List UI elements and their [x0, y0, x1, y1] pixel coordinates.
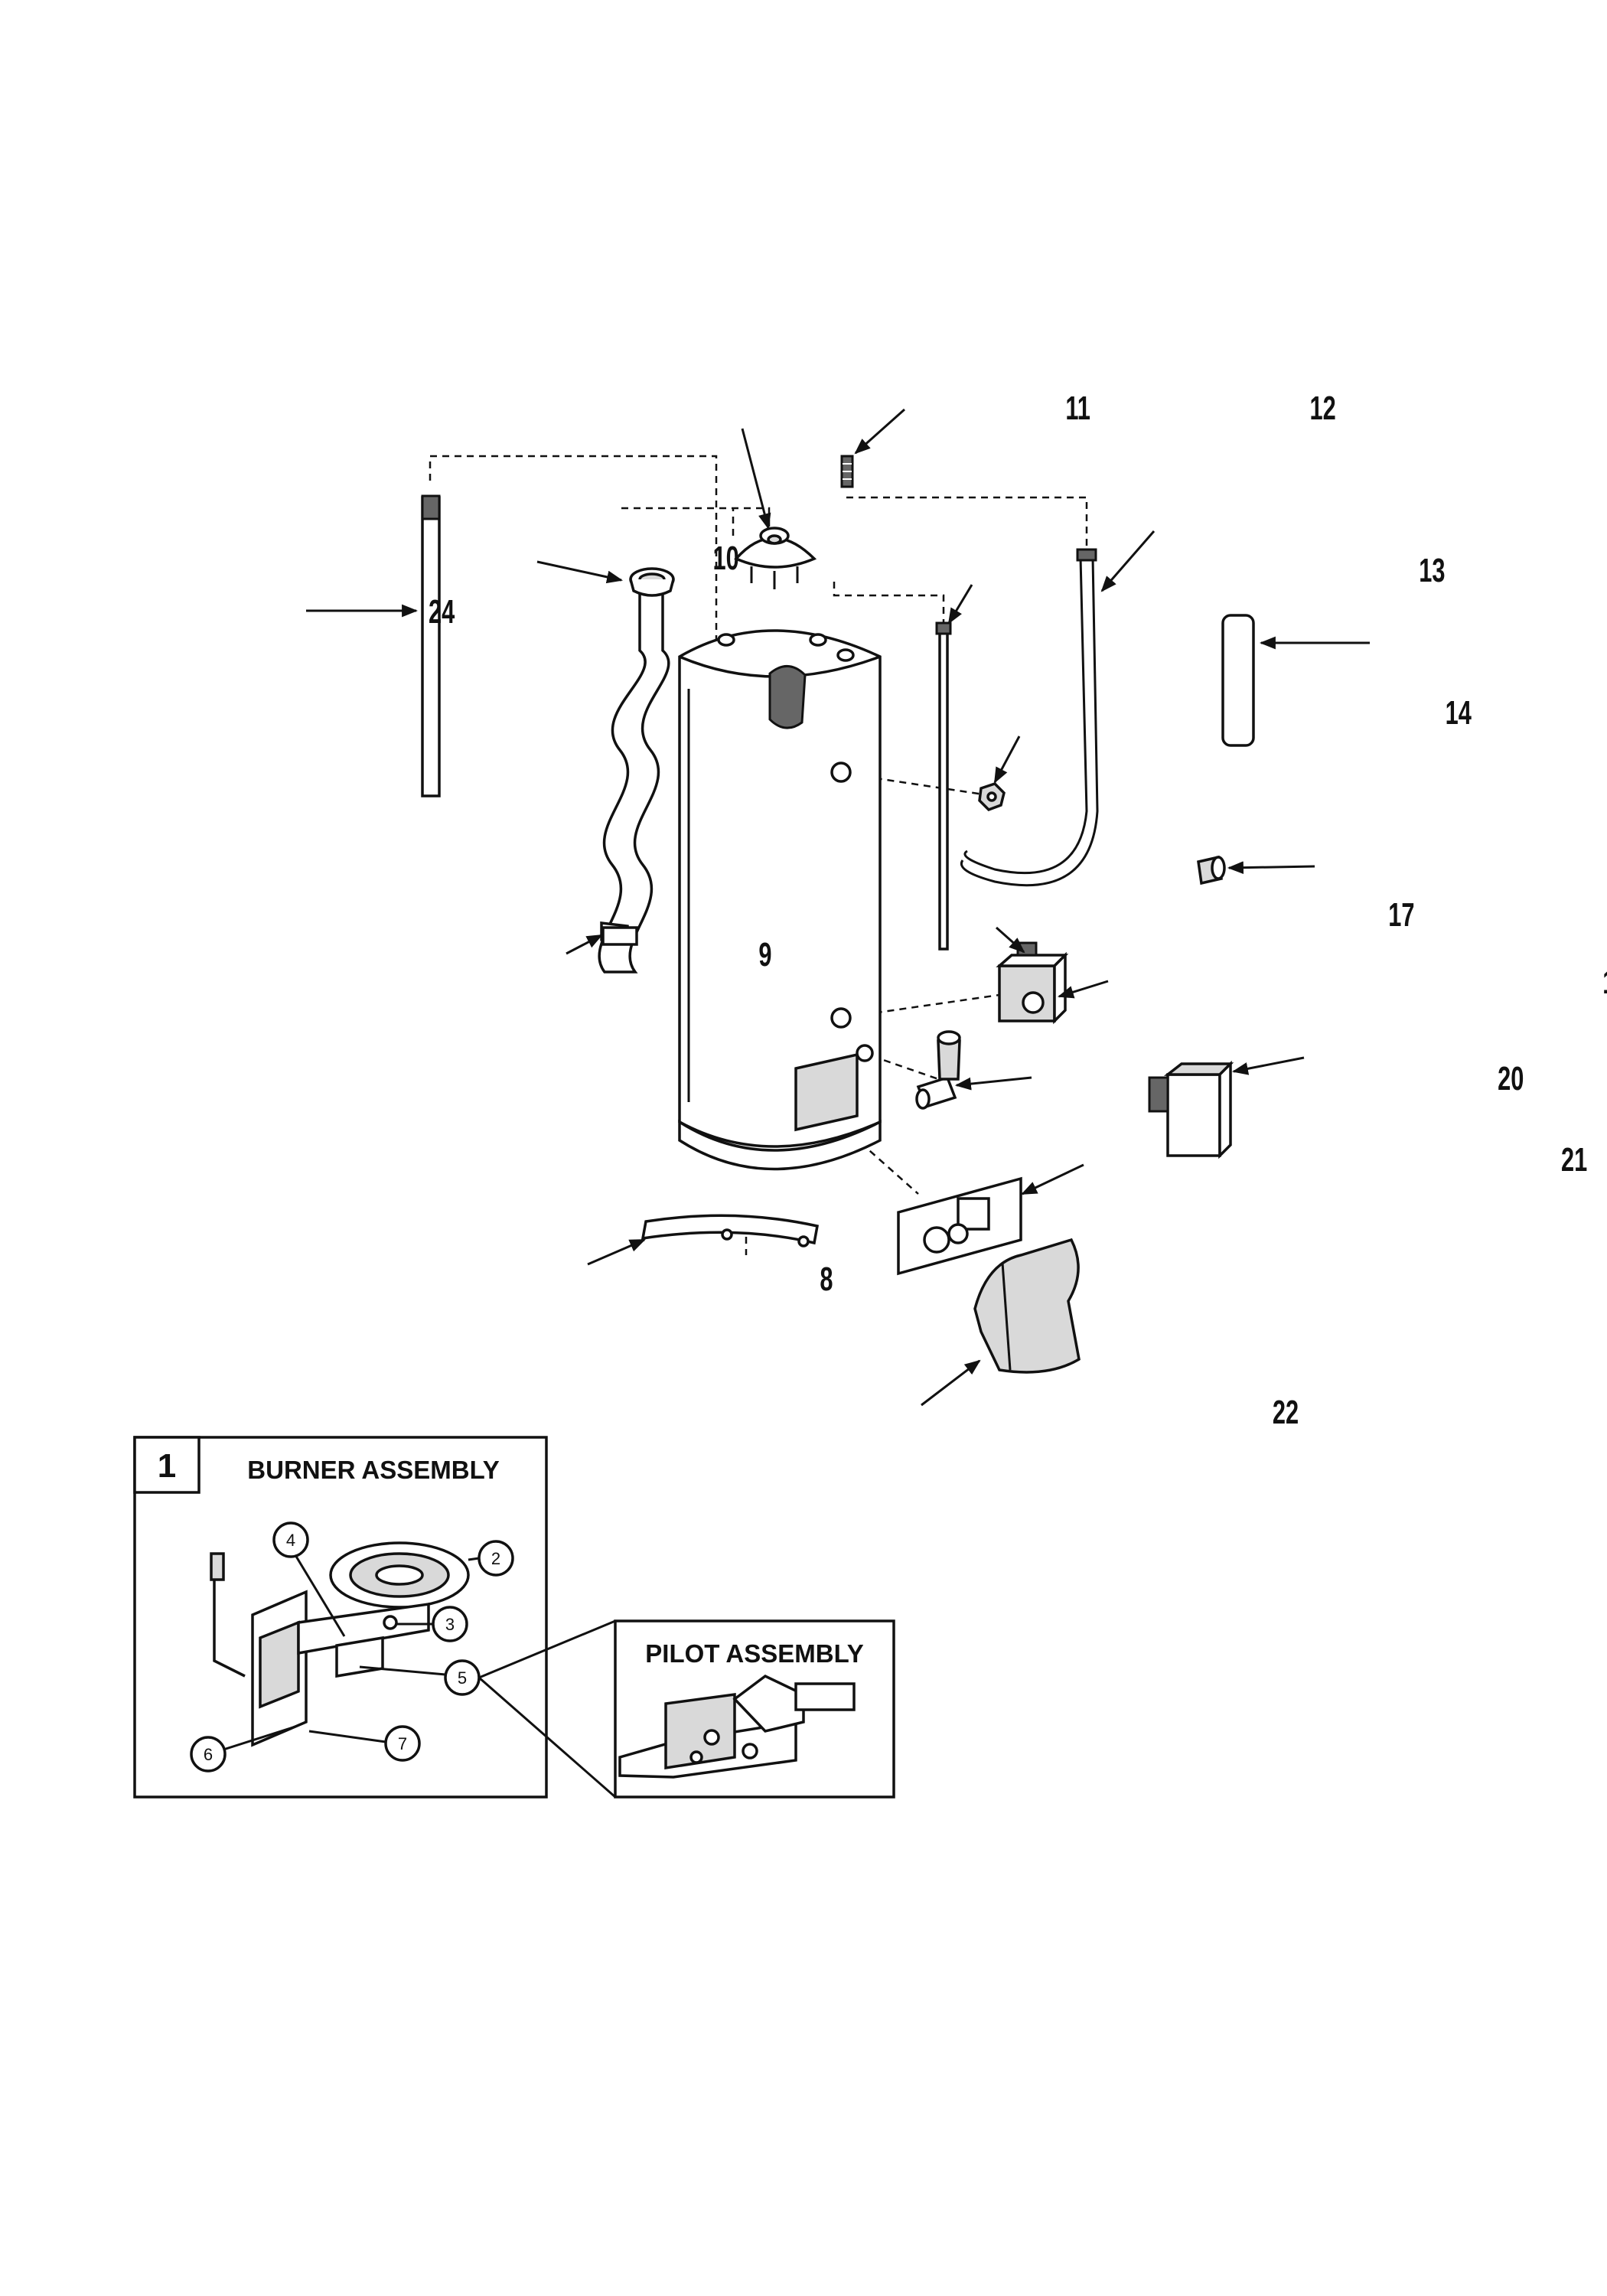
part-21-access-door [897, 1176, 1022, 1276]
part-18-gas-control-valve [996, 941, 1069, 1025]
callout-13: 13 [1419, 553, 1445, 590]
leader-arrows [306, 408, 1370, 1407]
burner-part-3: 3 [396, 1606, 468, 1642]
pilot-drawing [618, 1674, 856, 1779]
part-11-draft-hood [734, 527, 817, 589]
svg-text:2: 2 [491, 1549, 500, 1568]
part-19-valve-cover [1148, 1060, 1234, 1159]
callout-22: 22 [1273, 1394, 1299, 1432]
part-14-fitting [978, 781, 1006, 812]
part-15-pipe-nipple [1221, 614, 1255, 747]
svg-text:5: 5 [458, 1668, 467, 1688]
pilot-assembly-title: PILOT ASSEMBLY [645, 1639, 863, 1668]
water-heater-tank [678, 629, 882, 1171]
burner-part-4: 4 [272, 1521, 346, 1637]
callout-10: 10 [712, 540, 738, 578]
part-23-flexible-tube [960, 548, 1099, 887]
callout-18: 18 [1602, 964, 1607, 1002]
burner-assembly-number: 1 [158, 1447, 176, 1485]
burner-assembly-box: 1 BURNER ASSEMBLY 2 3 [133, 1436, 548, 1799]
burner-drawing [210, 1541, 470, 1747]
part-8-base-strip [641, 1214, 820, 1247]
callout-17: 17 [1388, 897, 1414, 934]
burner-part-7: 7 [308, 1725, 421, 1762]
callout-14: 14 [1446, 695, 1472, 732]
callout-labels: 11 12 23 10 13 24 15 14 16 9 17 18 19 20… [429, 390, 1607, 1432]
part-24-anode-rod [421, 494, 441, 797]
callout-11: 11 [1065, 390, 1090, 428]
burner-assembly-title: BURNER ASSEMBLY [247, 1456, 499, 1484]
pilot-assembly-box: PILOT ASSEMBLY [478, 1619, 895, 1799]
callout-21: 21 [1561, 1142, 1587, 1179]
part-9-flue-baffle [598, 588, 670, 974]
callout-8: 8 [820, 1261, 833, 1299]
svg-text:6: 6 [204, 1745, 213, 1764]
callout-20: 20 [1498, 1061, 1524, 1098]
part-20-drain-valve [915, 1030, 961, 1110]
callout-24: 24 [429, 594, 455, 631]
part-10-flue-cap [629, 567, 675, 597]
burner-part-2: 2 [468, 1540, 514, 1577]
part-16-bushing [1197, 855, 1226, 885]
callout-12: 12 [1309, 390, 1335, 428]
svg-text:7: 7 [398, 1734, 407, 1753]
burner-part-6: 6 [190, 1725, 296, 1773]
part-12-nipple [840, 455, 854, 488]
svg-text:4: 4 [286, 1531, 295, 1550]
part-22-outer-door [973, 1238, 1081, 1374]
svg-text:3: 3 [445, 1615, 455, 1634]
callout-9: 9 [758, 937, 771, 974]
part-13-dip-tube [935, 621, 952, 951]
